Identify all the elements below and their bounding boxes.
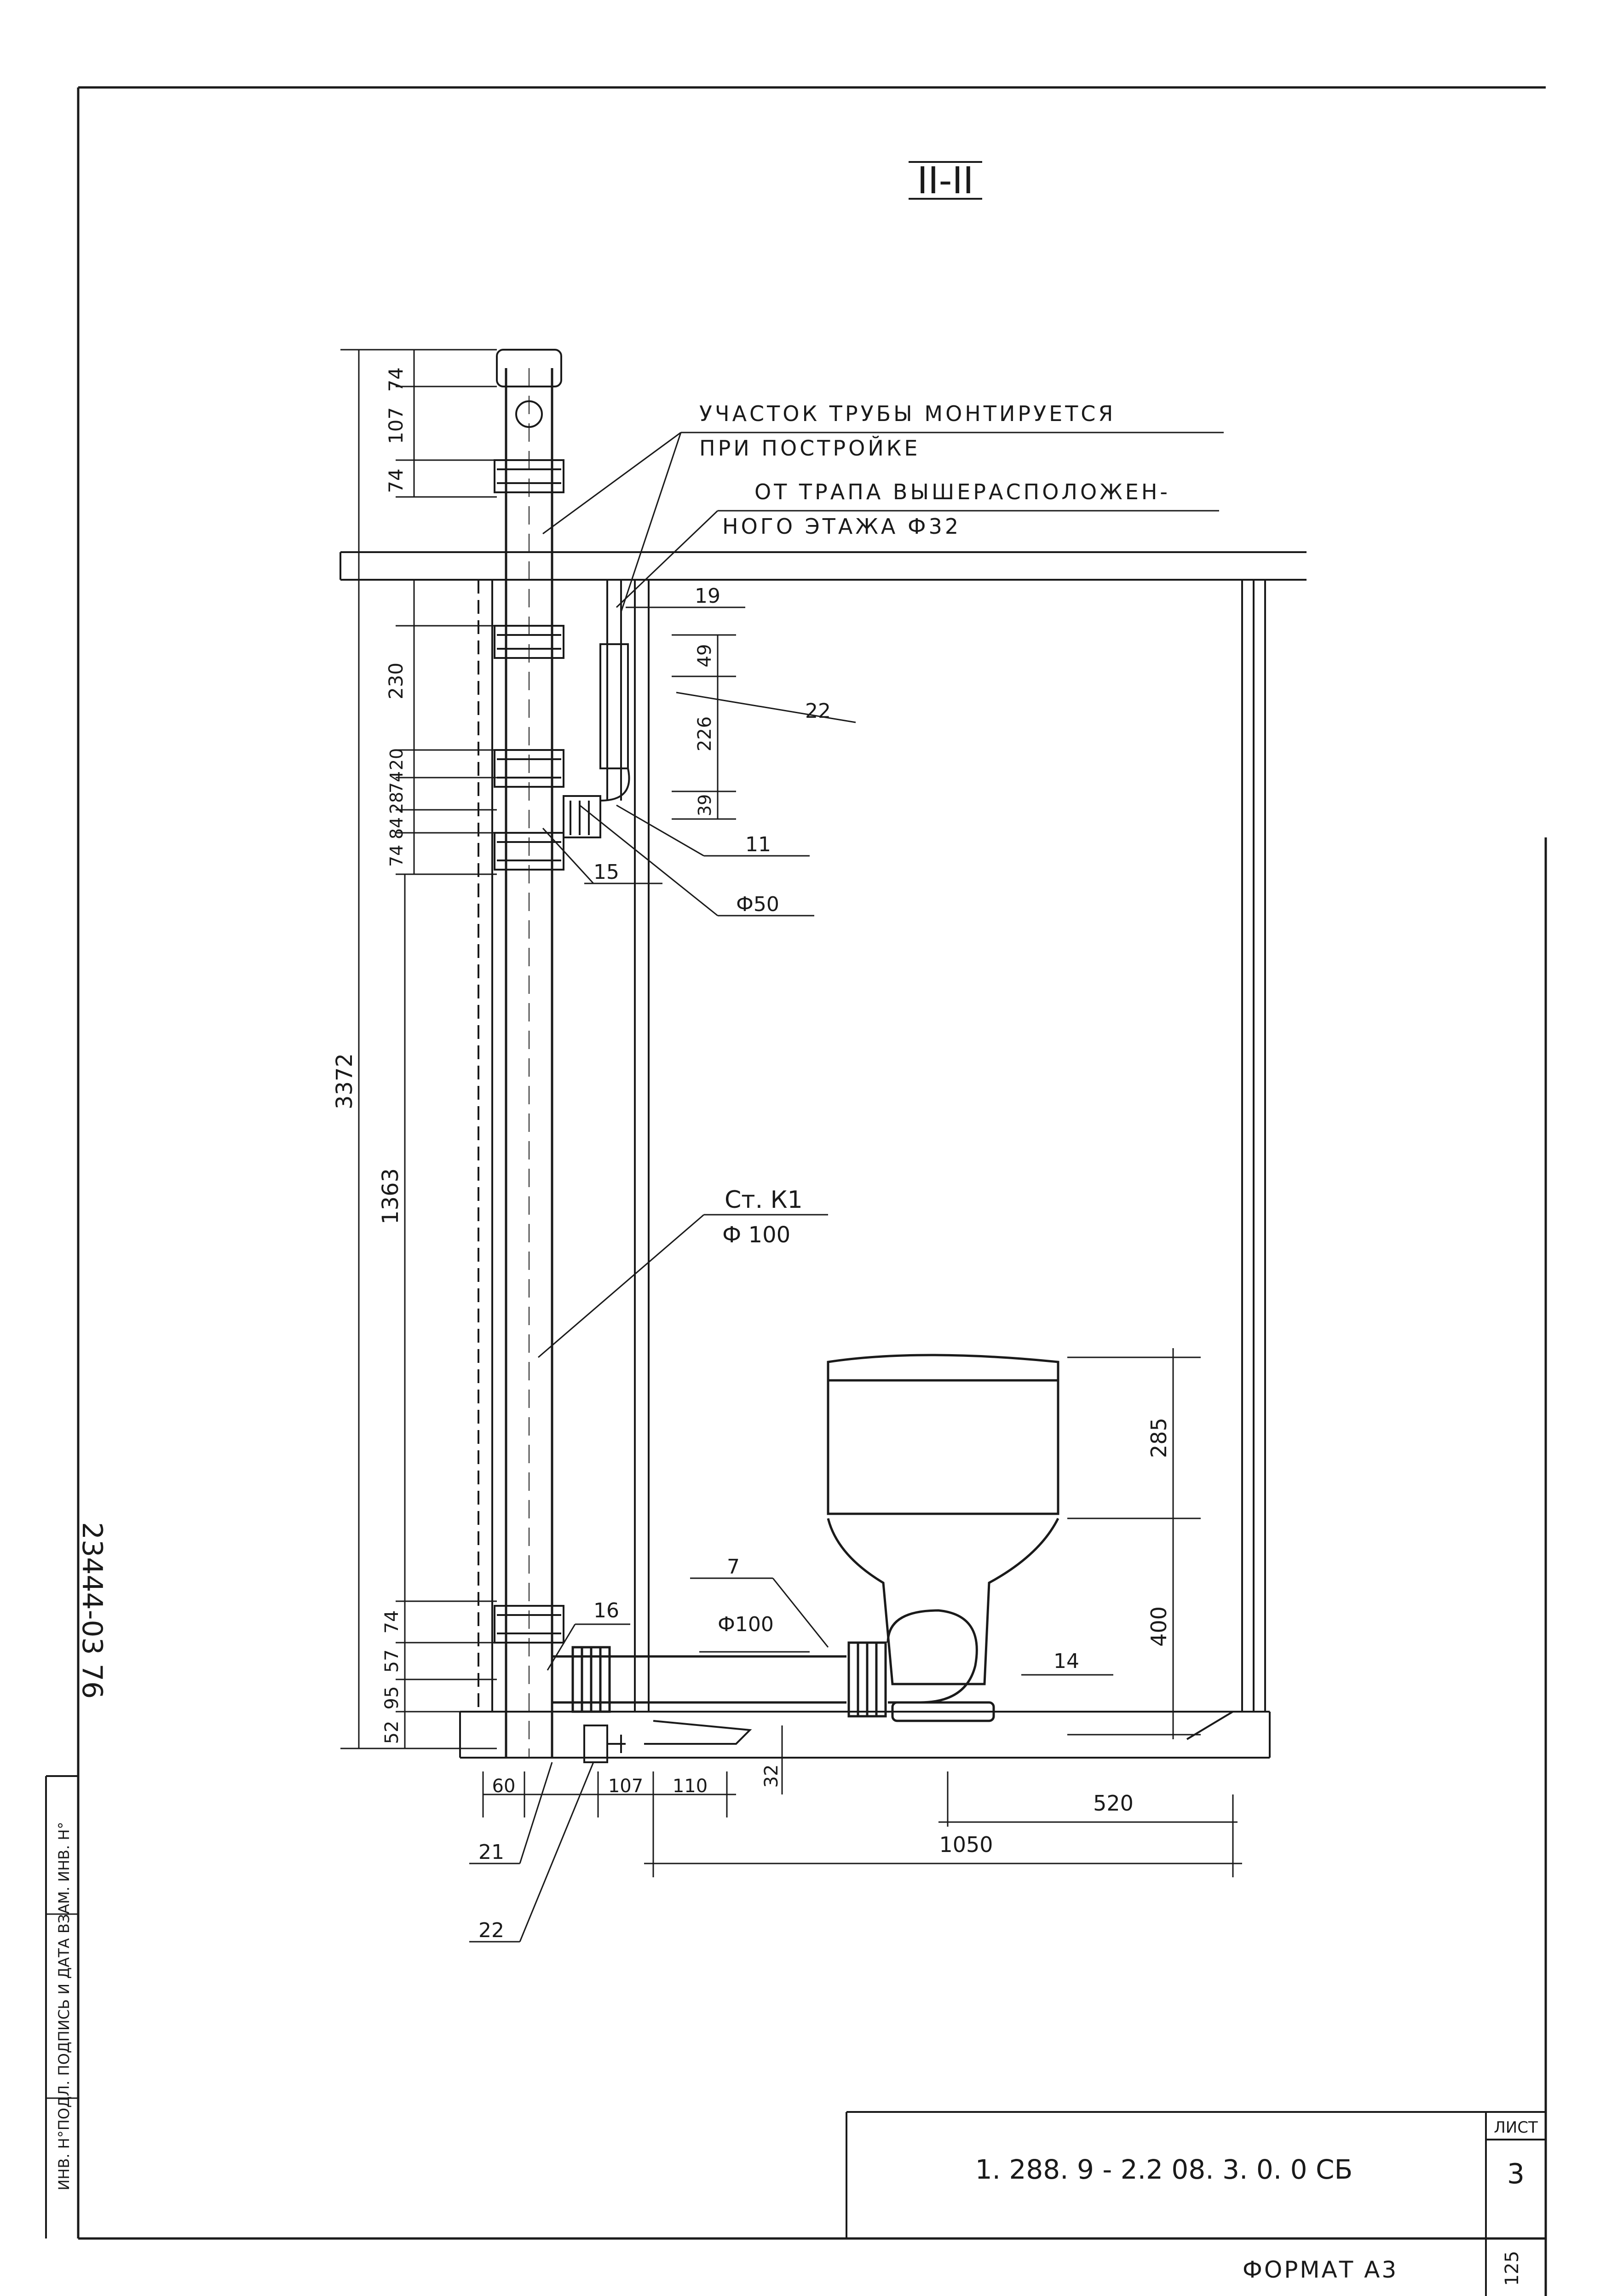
riser-label: Ст. К1 <box>725 1186 803 1214</box>
dim-60: 60 <box>492 1776 516 1797</box>
side-stamp-number: 23444-03 76 <box>76 1522 108 1699</box>
callout-11: 11 <box>745 833 771 856</box>
branch-dimensions <box>672 634 736 820</box>
callout-15: 15 <box>593 860 619 884</box>
callout-22-top: 22 <box>805 699 831 723</box>
dim-1050: 1050 <box>939 1832 993 1857</box>
dim-74-c: 74 <box>386 845 407 867</box>
callout-16: 16 <box>593 1599 619 1622</box>
dim-230: 230 <box>385 663 407 699</box>
dim-107-bottom: 107 <box>608 1776 643 1797</box>
toilet-cistern <box>827 1354 1059 1515</box>
toilet-dimensions <box>1067 1348 1201 1739</box>
dim-285: 285 <box>1146 1418 1171 1458</box>
dim-226: 226 <box>694 716 715 751</box>
left-dimensions <box>340 349 497 1749</box>
callout-22-bottom: 22 <box>478 1919 504 1942</box>
riser-diameter: Ф 100 <box>722 1222 790 1248</box>
section-title: II-II <box>917 159 973 202</box>
dim-110: 110 <box>673 1776 708 1797</box>
dim-520: 520 <box>1093 1791 1134 1816</box>
callout-19: 19 <box>695 584 720 608</box>
floor-slab <box>340 551 1307 581</box>
sheet-number: 3 <box>1507 2158 1525 2190</box>
sheet-label: ЛИСТ <box>1494 2118 1538 2137</box>
dim-95: 95 <box>381 1686 403 1710</box>
dim-74-a: 74 <box>386 771 407 793</box>
document-code: 1. 288. 9 - 2.2 08. 3. 0. 0 СБ <box>975 2154 1353 2185</box>
callout-phi100: Ф100 <box>718 1613 774 1636</box>
side-stamp-columns: ИНВ. Н°ПОДЛ. ПОДПИСЬ И ДАТА ВЗАМ. ИНВ. Н… <box>55 1822 73 2190</box>
corner-number: 125 <box>1502 2251 1523 2286</box>
leader-lines <box>469 432 1224 1943</box>
riser-pipe <box>505 368 553 1758</box>
floor-fitting <box>583 1720 752 1763</box>
callout-21: 21 <box>478 1840 504 1864</box>
wall-left <box>478 580 650 1712</box>
dim-39: 39 <box>695 794 715 816</box>
note1-line1: УЧАСТОК ТРУБЫ МОНТИРУЕТСЯ <box>699 401 1116 426</box>
dim-74-top: 74 <box>385 367 407 392</box>
dim-52: 52 <box>381 1721 403 1744</box>
dim-74-second: 74 <box>385 468 407 493</box>
toilet <box>827 1354 1059 1722</box>
sheet-frame <box>77 86 1547 2296</box>
format-label: ФОРМАТ А3 <box>1243 2256 1398 2283</box>
wall-right <box>1241 580 1266 1712</box>
dim-74-low: 74 <box>381 1610 403 1634</box>
side-stamp: 23444-03 76 ИНВ. Н°ПОДЛ. ПОДПИСЬ И ДАТА … <box>45 1522 108 2238</box>
toilet-bowl <box>827 1517 1059 1685</box>
dim-400: 400 <box>1146 1606 1171 1647</box>
horizontal-drain <box>552 1641 887 1718</box>
dim-3372: 3372 <box>332 1053 357 1109</box>
dim-20: 20 <box>386 748 407 770</box>
riser-sockets <box>494 349 564 1644</box>
note2-line2: НОГО ЭТАЖА Ф32 <box>722 514 961 539</box>
dim-107: 107 <box>385 407 407 444</box>
dim-84: 84 <box>386 817 407 839</box>
dim-28: 28 <box>386 792 407 814</box>
callout-14: 14 <box>1053 1650 1079 1673</box>
note2-line1: ОТ ТРАПА ВЫШЕРАСПОЛОЖЕН- <box>754 479 1170 504</box>
dim-49: 49 <box>694 644 715 668</box>
bottom-dimensions <box>482 1725 1242 1877</box>
upper-drain-branch <box>563 580 630 838</box>
dim-57: 57 <box>381 1650 403 1673</box>
dim-1363: 1363 <box>378 1168 403 1224</box>
toilet-outlet <box>886 1609 978 1704</box>
title-block <box>846 2111 1546 2296</box>
dim-32: 32 <box>761 1765 782 1788</box>
callout-phi50: Ф50 <box>736 893 779 916</box>
note1-line2: ПРИ ПОСТРОЙКЕ <box>699 436 920 461</box>
callout-7: 7 <box>727 1555 740 1579</box>
